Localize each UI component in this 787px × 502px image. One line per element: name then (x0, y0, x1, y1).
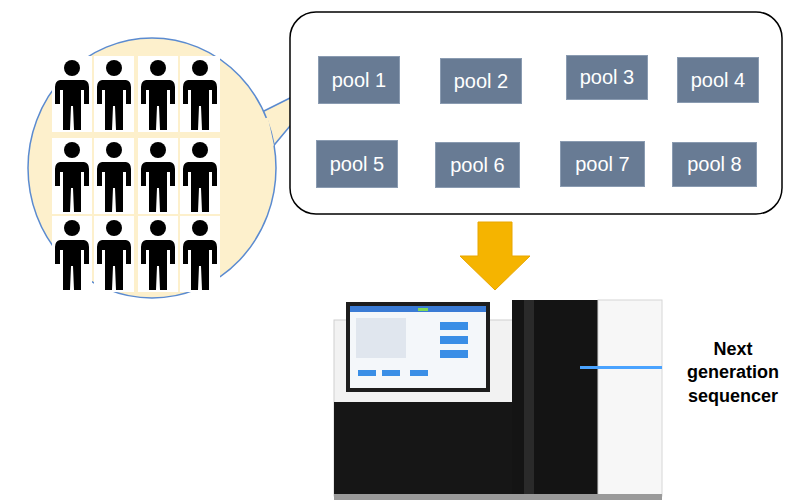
person-body (97, 162, 131, 212)
person-ground (138, 56, 178, 132)
pool-label: pool 2 (454, 70, 509, 93)
person-ground (94, 138, 134, 214)
screen-button (358, 370, 376, 376)
pool-label: pool 1 (332, 69, 387, 92)
person-body (55, 80, 89, 130)
person-ground (94, 56, 134, 132)
person-body (55, 162, 89, 212)
sequencer-base (334, 494, 662, 500)
person-icon (138, 138, 178, 214)
person-head (64, 220, 80, 236)
screen-button (440, 350, 468, 358)
screen-bezel (346, 302, 490, 392)
speech-bubble (28, 38, 276, 298)
person-head (150, 142, 166, 158)
pool-label: pool 7 (575, 153, 630, 176)
screen-button (440, 336, 468, 344)
screen-indicator (418, 308, 428, 311)
person-ground (52, 138, 92, 214)
screen-panel (356, 318, 406, 358)
person-icon (180, 138, 220, 214)
screen-bar (350, 306, 486, 312)
person-body (141, 80, 175, 130)
person-icon (52, 216, 92, 292)
person-ground (180, 216, 220, 292)
pool-box: pool 4 (677, 57, 759, 103)
person-head (64, 60, 80, 76)
pool-box: pool 2 (440, 58, 522, 104)
pool-label: pool 3 (580, 66, 635, 89)
person-icon (180, 216, 220, 292)
person-head (192, 60, 208, 76)
pool-label: pool 4 (691, 69, 746, 92)
pool-label: pool 8 (687, 153, 742, 176)
pool-box: pool 1 (318, 56, 400, 104)
person-body (97, 80, 131, 130)
bubble-join (266, 118, 272, 146)
person-body (55, 240, 89, 290)
person-head (106, 142, 122, 158)
person-head (106, 220, 122, 236)
down-arrow (460, 222, 530, 290)
pool-label: pool 5 (330, 153, 385, 176)
screen-button (410, 370, 428, 376)
person-icon (52, 138, 92, 214)
sequencer-lower-panel (334, 402, 514, 496)
screen-button (382, 370, 400, 376)
person-ground (180, 138, 220, 214)
person-ground (180, 56, 220, 132)
device-label: Next generation sequencer (682, 338, 784, 408)
person-head (64, 142, 80, 158)
pool-box: pool 6 (435, 142, 520, 188)
pool-box: pool 3 (566, 55, 648, 100)
sequencer-illustration (334, 300, 662, 500)
sequencer-right-body (598, 300, 662, 496)
person-head (192, 220, 208, 236)
person-head (150, 220, 166, 236)
person-ground (138, 216, 178, 292)
person-ground (52, 216, 92, 292)
person-icon (138, 56, 178, 132)
person-head (192, 142, 208, 158)
pool-label: pool 6 (450, 154, 505, 177)
person-ground (138, 138, 178, 214)
person-icon (94, 216, 134, 292)
pool-box: pool 7 (560, 141, 645, 187)
person-body (183, 162, 217, 212)
person-icon (180, 56, 220, 132)
person-head (106, 60, 122, 76)
person-body (141, 240, 175, 290)
person-head (150, 60, 166, 76)
person-body (141, 162, 175, 212)
pool-box: pool 8 (672, 142, 757, 187)
person-body (97, 240, 131, 290)
sequencer-column-shade (524, 300, 534, 496)
screen-button (440, 322, 468, 330)
status-light (580, 366, 662, 369)
person-icon (94, 138, 134, 214)
screen (350, 306, 486, 388)
person-icon (138, 216, 178, 292)
person-ground (94, 216, 134, 292)
person-icon (94, 56, 134, 132)
person-body (183, 240, 217, 290)
sequencer-column (512, 300, 598, 496)
person-ground (52, 56, 92, 132)
pool-box: pool 5 (316, 140, 398, 188)
people-group (52, 56, 220, 292)
pool-container (290, 12, 782, 214)
person-icon (52, 56, 92, 132)
person-body (183, 80, 217, 130)
